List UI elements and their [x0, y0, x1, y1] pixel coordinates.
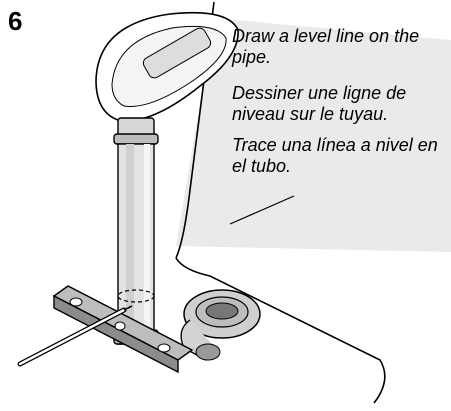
sink-bowl: [95, 11, 239, 122]
cabinet-top-edge: [175, 257, 386, 404]
level-icon: [52, 285, 194, 374]
pencil-icon: [17, 305, 133, 367]
step-number: 6: [8, 6, 23, 36]
instruction-english: Draw a level line on the pipe.: [232, 26, 420, 67]
wall-shading: [176, 18, 451, 252]
cabinet-edge: [175, 1, 215, 259]
instruction-spanish: Trace una línea a nivel en el tubo.: [232, 135, 438, 176]
drain-fitting: [180, 289, 261, 361]
countertop-line: [229, 195, 295, 225]
instruction-french: Dessiner une ligne de niveau sur le tuya…: [232, 83, 407, 124]
